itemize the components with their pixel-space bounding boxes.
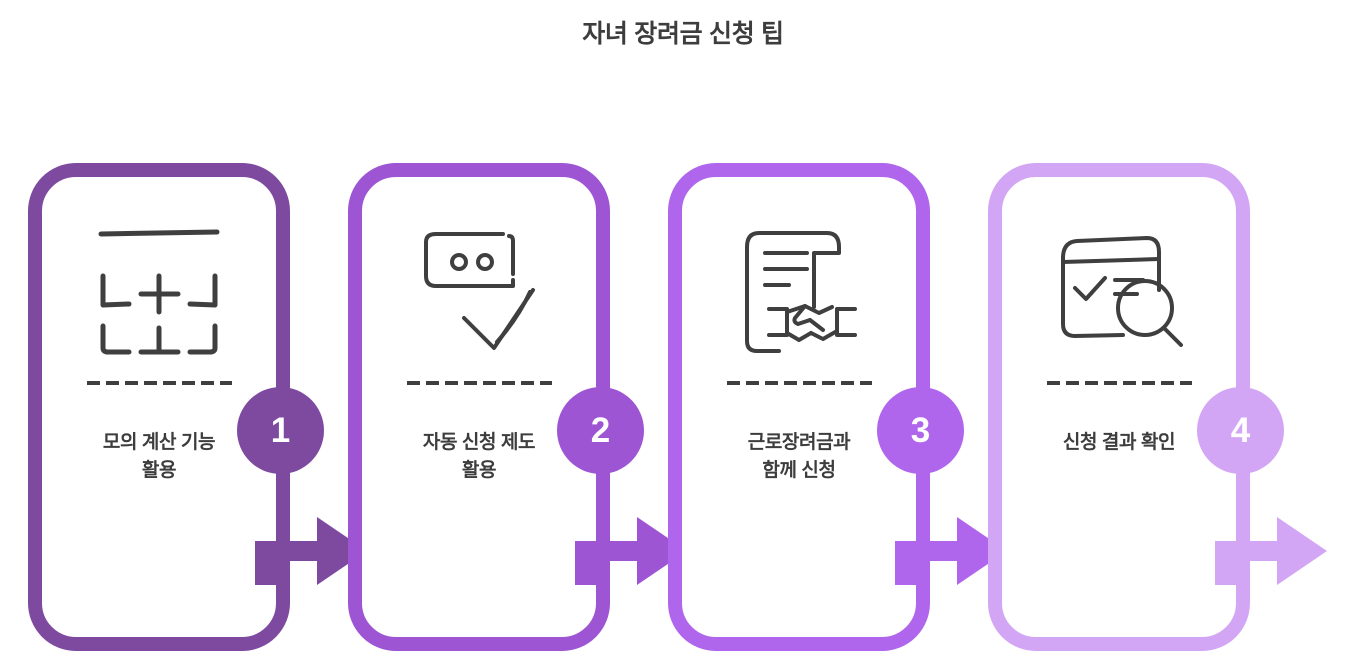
step-number-badge-2: 2 xyxy=(557,387,644,474)
connector-arrow-3 xyxy=(895,503,1031,585)
connector-arrow-1 xyxy=(255,503,391,585)
card-body-1: 모의 계산 기능 활용 xyxy=(28,163,290,651)
connector-arrow-2 xyxy=(575,503,711,585)
step-number-2: 2 xyxy=(590,411,611,450)
step-label-4: 신청 결과 확인 xyxy=(1062,432,1176,453)
steps-row: 모의 계산 기능 활용 1 자동 신청 제도 활용 xyxy=(0,163,1366,655)
step-number-1: 1 xyxy=(270,411,291,450)
connector-arrow-4 xyxy=(1215,503,1351,585)
step-card-4[interactable]: 신청 결과 확인 4 xyxy=(988,163,1327,651)
calculator-grid-icon xyxy=(84,219,234,359)
step-number-badge-4: 4 xyxy=(1197,387,1284,474)
step-card-3[interactable]: 근로장려금과 함께 신청 3 xyxy=(668,163,1007,651)
step-number-badge-1: 1 xyxy=(237,387,324,474)
document-handshake-icon xyxy=(724,219,874,359)
card-divider-1 xyxy=(86,381,232,385)
card-body-2: 자동 신청 제도 활용 xyxy=(348,163,610,651)
step-number-3: 3 xyxy=(910,411,931,450)
card-divider-2 xyxy=(406,381,552,385)
step-card-2[interactable]: 자동 신청 제도 활용 2 xyxy=(348,163,687,651)
step-label-3: 근로장려금과 함께 신청 xyxy=(747,432,851,481)
step-label-1: 모의 계산 기능 활용 xyxy=(102,432,216,481)
card-body-3: 근로장려금과 함께 신청 xyxy=(668,163,930,651)
step-number-badge-3: 3 xyxy=(877,387,964,474)
step-label-2: 자동 신청 제도 활용 xyxy=(422,432,536,481)
card-divider-3 xyxy=(726,381,872,385)
step-card-1[interactable]: 모의 계산 기능 활용 1 xyxy=(28,163,367,651)
card-body-4: 신청 결과 확인 xyxy=(988,163,1250,651)
page-title: 자녀 장려금 신청 팁 xyxy=(582,20,784,48)
browser-magnifier-icon xyxy=(1044,219,1194,359)
step-number-4: 4 xyxy=(1230,411,1251,450)
card-divider-4 xyxy=(1046,381,1192,385)
chatbot-check-icon xyxy=(404,219,554,359)
